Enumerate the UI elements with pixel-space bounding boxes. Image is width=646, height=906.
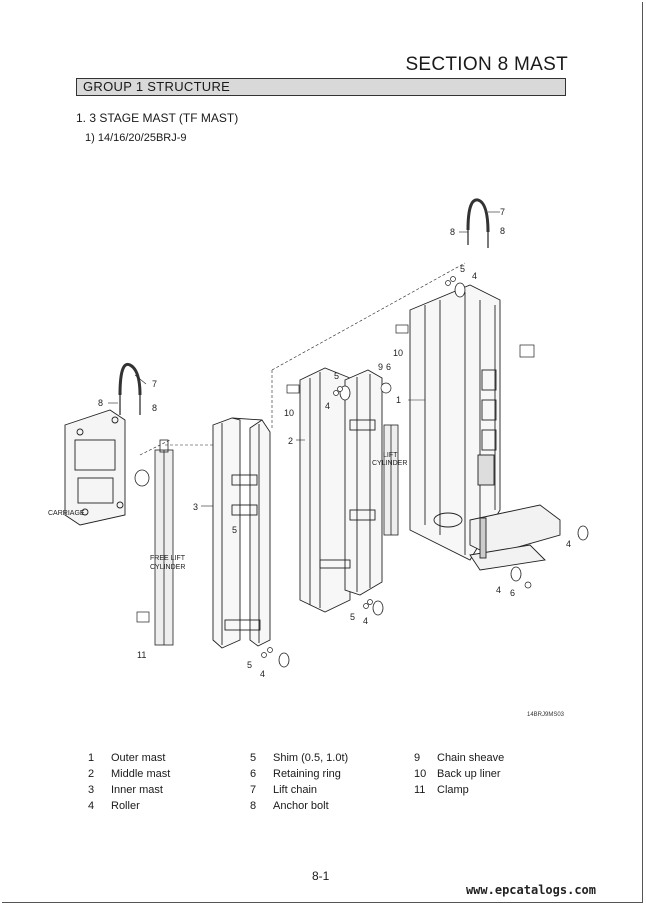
callout-8-right-a: 8 <box>450 227 455 237</box>
callout-7-left: 7 <box>152 379 157 389</box>
group-title: GROUP 1 STRUCTURE <box>83 79 231 94</box>
callout-5-middle: 5 <box>334 371 339 381</box>
legend-text: Inner mast <box>111 784 163 796</box>
legend-number: 9 <box>414 752 421 764</box>
callout-5-inner: 5 <box>247 660 252 670</box>
subheading: 1. 3 STAGE MAST (TF MAST) <box>76 111 239 125</box>
callout-leaders <box>108 211 500 507</box>
callout-5-top: 5 <box>460 264 465 274</box>
watermark: www.epcatalogs.com <box>465 883 596 897</box>
legend-text: Middle mast <box>111 768 171 780</box>
legend-number: 4 <box>88 800 95 812</box>
legend-item: 6 Retaining ring <box>250 767 414 782</box>
lift-chains <box>118 198 490 396</box>
inner-mast <box>212 417 271 649</box>
legend-text: Anchor bolt <box>273 800 329 812</box>
callout-5-side: 5 <box>232 525 237 535</box>
carriage-label: CARRIAGE <box>48 510 85 517</box>
legend-number: 5 <box>250 752 257 764</box>
legend-number: 1 <box>88 752 95 764</box>
free-lift-label-1: FREE LIFT <box>150 555 186 562</box>
legend-text: Chain sheave <box>437 752 505 764</box>
lift-label-1: LIFT <box>383 452 398 459</box>
model-line: 1) 14/16/20/25BRJ-9 <box>85 132 187 144</box>
rollers <box>134 282 589 668</box>
legend-text: Lift chain <box>273 784 318 796</box>
component-labels: CARRIAGE FREE LIFT CYLINDER LIFT CYLINDE… <box>48 452 407 571</box>
leader-lines <box>139 262 466 456</box>
legend-item: 1 Outer mast <box>88 751 250 766</box>
section-title: SECTION 8 MAST <box>405 54 568 75</box>
carriage <box>64 409 126 526</box>
callout-6-base: 6 <box>510 588 515 598</box>
callout-11: 11 <box>137 650 146 660</box>
callout-4-top: 4 <box>472 271 477 281</box>
legend-item: 3 Inner mast <box>88 783 250 798</box>
legend-text: Shim (0.5, 1.0t) <box>273 752 349 764</box>
callout-4-right: 4 <box>566 539 571 549</box>
legend-text: Clamp <box>437 784 469 796</box>
callout-5-bottom-mid: 5 <box>350 612 355 622</box>
outer-mast <box>409 284 561 571</box>
legend-item: 11 Clamp <box>414 783 554 798</box>
legend-text: Roller <box>111 800 140 812</box>
callout-1: 1 <box>396 395 401 405</box>
legend-item: 9 Chain sheave <box>414 751 554 766</box>
group-title-bar: GROUP 1 STRUCTURE <box>76 78 566 96</box>
callout-2: 2 <box>288 436 293 446</box>
callout-7-right: 7 <box>500 207 505 217</box>
legend-item: 2 Middle mast <box>88 767 250 782</box>
legend-number: 3 <box>88 784 95 796</box>
legend-number: 2 <box>88 768 95 780</box>
small-parts <box>136 276 535 658</box>
callout-6-top: 6 <box>386 362 391 372</box>
callout-10-right: 10 <box>393 348 403 358</box>
lift-cylinder <box>383 424 399 536</box>
callout-3: 3 <box>193 502 198 512</box>
legend-number: 10 <box>414 768 427 780</box>
callout-4-inner: 4 <box>260 669 265 679</box>
legend-item: 5 Shim (0.5, 1.0t) <box>250 751 414 766</box>
callout-8-right-b: 8 <box>500 226 505 236</box>
callout-numbers: 1 2 3 4 4 4 4 4 4 5 5 5 5 5 6 6 7 7 8 8 … <box>98 207 571 679</box>
lift-label-2: CYLINDER <box>372 460 407 467</box>
callout-4-bottom-mid: 4 <box>363 616 368 626</box>
figure-code: 14BRJ9MS03 <box>527 712 565 718</box>
legend-item: 8 Anchor bolt <box>250 799 414 814</box>
legend-number: 11 <box>414 784 426 796</box>
callout-10-left: 10 <box>284 408 294 418</box>
legend-item: 10 Back up liner <box>414 767 554 782</box>
legend-text: Outer mast <box>111 752 166 764</box>
free-lift-label-2: CYLINDER <box>150 564 185 571</box>
callout-4-base: 4 <box>496 585 501 595</box>
middle-mast <box>299 367 383 613</box>
legend-number: 8 <box>250 800 257 812</box>
free-lift-cylinder <box>154 439 174 646</box>
legend-number: 6 <box>250 768 257 780</box>
callout-8-left-b: 8 <box>152 403 157 413</box>
callout-4-middle: 4 <box>325 401 330 411</box>
callout-9: 9 <box>378 362 383 372</box>
anchor-bolts <box>119 230 489 415</box>
legend-item: 4 Roller <box>88 799 250 814</box>
legend-number: 7 <box>250 784 257 796</box>
legend-item: 7 Lift chain <box>250 783 414 798</box>
parts-legend: 1 Outer mast 5 Shim (0.5, 1.0t) 9 Chain she… <box>88 751 558 814</box>
callout-8-left-a: 8 <box>98 398 103 408</box>
page-number: 8-1 <box>312 869 330 883</box>
legend-text: Back up liner <box>437 768 501 780</box>
legend-text: Retaining ring <box>273 768 341 780</box>
